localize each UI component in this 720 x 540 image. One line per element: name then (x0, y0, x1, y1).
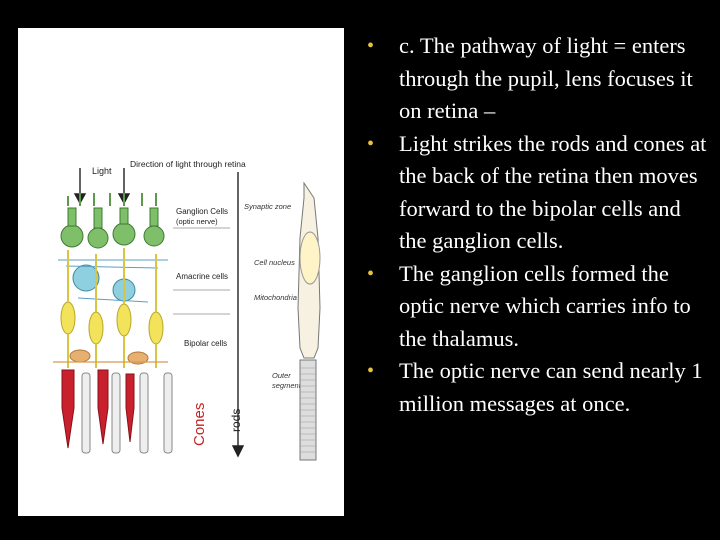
segment-label: segment (272, 381, 302, 390)
bullet-dot: • (367, 262, 375, 285)
retina-diagram: Light Direction of light through retina … (18, 28, 344, 516)
mitochondria-label: Mitochondria (254, 293, 297, 302)
bullet-dot: • (367, 35, 375, 57)
direction-arrow (231, 172, 245, 458)
bipolar-label: Bipolar cells (184, 339, 227, 348)
cone-cells (61, 369, 135, 449)
amacrine-cells (72, 264, 136, 302)
layer-dividers (173, 227, 230, 315)
ganglion-axons (67, 193, 157, 206)
cones-label: Cones (191, 403, 208, 446)
bullet-item: •The optic nerve can send nearly 1 milli… (365, 355, 710, 420)
synaptic-label: Synaptic zone (244, 202, 291, 211)
bullet-item: •The ganglion cells formed the optic ner… (365, 258, 710, 356)
ganglion-cells (60, 207, 165, 249)
rod-cells (81, 372, 173, 454)
retina-diagram-svg: Light Direction of light through retina … (53, 159, 321, 461)
rods-label: rods (229, 409, 243, 432)
amacrine-processes (58, 259, 168, 303)
amacrine-label: Amacrine cells (176, 272, 228, 281)
bullet-dot: • (367, 360, 375, 382)
outer-label: Outer (272, 371, 291, 380)
direction-label: Direction of light through retina (130, 159, 246, 169)
bullet-item: •c. The pathway of light = enters throug… (365, 30, 710, 128)
bullet-item: •Light strikes the rods and cones at the… (365, 128, 710, 258)
bullet-dot: • (367, 132, 375, 155)
ganglion-label: Ganglion Cells (176, 207, 228, 216)
rod-detail (297, 181, 321, 461)
optic-nerve-label: (optic nerve) (176, 217, 218, 226)
light-label: Light (92, 166, 112, 176)
bullet-list: •c. The pathway of light = enters throug… (365, 30, 710, 420)
bipolar-cells (60, 301, 164, 345)
nucleus-label: Cell nucleus (254, 258, 295, 267)
rod-disks (300, 367, 316, 453)
bipolar-axons (67, 248, 157, 368)
